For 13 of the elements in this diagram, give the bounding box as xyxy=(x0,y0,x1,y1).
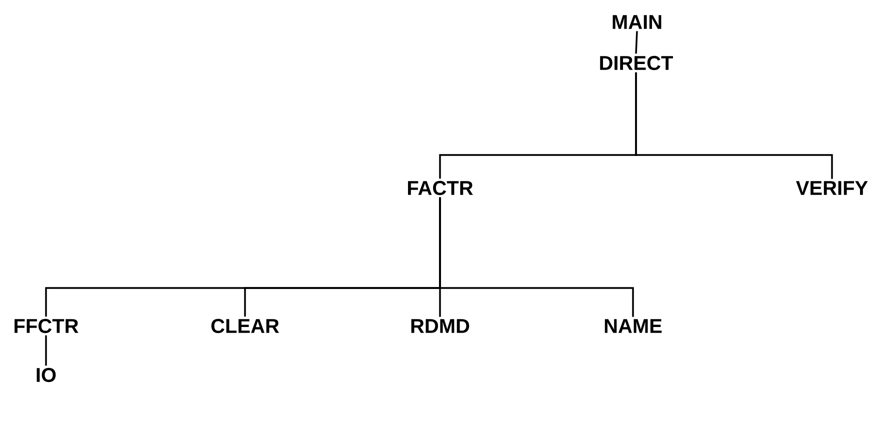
tree-label: NAME xyxy=(604,319,662,333)
tree-label: IO xyxy=(36,368,56,382)
tree-connector xyxy=(635,31,638,54)
tree-label: RDMD xyxy=(411,319,470,333)
tree-label: VERIFY xyxy=(796,181,868,195)
tree-label: MAIN xyxy=(612,15,662,29)
tree-label: DIRECT xyxy=(600,56,673,70)
tree-connector xyxy=(635,72,833,179)
tree-label: CLEAR xyxy=(211,318,280,334)
tree-label: FFCTR xyxy=(14,318,78,334)
tree-connector xyxy=(439,197,634,317)
tree-label: FACTR xyxy=(408,180,473,196)
tree-connector xyxy=(45,335,47,366)
